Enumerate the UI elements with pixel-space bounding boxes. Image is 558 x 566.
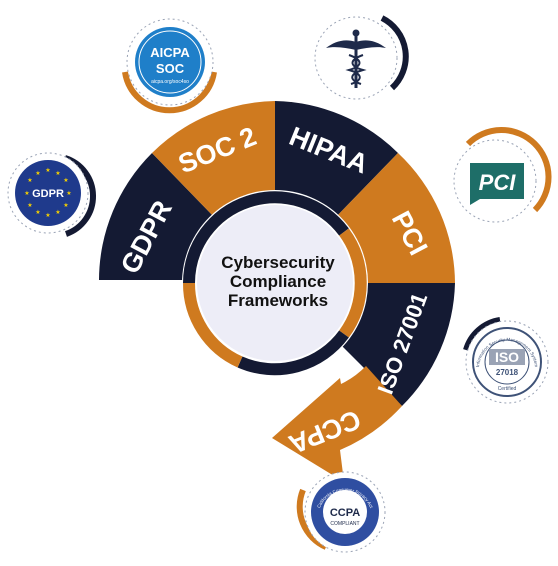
iso-certified-text: Certified [498, 386, 517, 392]
ccpa-main-text: CCPA [330, 507, 360, 519]
inner-arc-orange-left [182, 282, 243, 368]
aicpa-line1: AICPA [150, 45, 190, 60]
svg-text:★: ★ [35, 209, 40, 216]
svg-text:★: ★ [24, 190, 29, 197]
segment-iso[interactable] [338, 283, 455, 406]
segment-gdpr[interactable] [99, 153, 216, 280]
eu-stars-icon: ★★★ ★★★ ★★★ ★★★ [24, 167, 71, 219]
aicpa-soc-badge-icon [135, 27, 205, 97]
pci-logo-text: PCI [479, 170, 517, 195]
segment-pci[interactable] [334, 153, 455, 283]
iso-number-text: 27018 [496, 368, 519, 377]
inner-arc-orange-right [339, 228, 367, 338]
svg-text:★: ★ [45, 212, 50, 219]
inner-arc-navy [183, 191, 349, 284]
badge-gdpr: ★★★ ★★★ ★★★ ★★★ GDPR [7, 152, 97, 237]
ccpa-sub-text: COMPLIANT [330, 521, 359, 527]
svg-text:★: ★ [27, 202, 32, 209]
badge-ccpa: California Consumer Privacy Act CCPA COM… [296, 471, 386, 553]
svg-text:★: ★ [27, 177, 32, 184]
segment-hipaa[interactable] [275, 101, 398, 219]
center-title: Cybersecurity Compliance Frameworks [202, 253, 354, 310]
svg-text:★: ★ [66, 190, 71, 197]
badge-hipaa [314, 15, 409, 100]
badge-pci: PCI [453, 127, 552, 223]
aicpa-small: aicpa.org/soc4so [151, 79, 189, 85]
segment-ccpa[interactable] [272, 366, 402, 482]
center-circle [197, 205, 353, 361]
badge-iso: Information Security Management System I… [463, 317, 549, 404]
svg-text:★: ★ [35, 170, 40, 177]
segment-soc2[interactable] [152, 101, 275, 219]
caduceus-icon [326, 29, 386, 88]
center-title-line1: Cybersecurity [221, 253, 335, 272]
outer-ring [99, 101, 455, 482]
iso-main-text: ISO [495, 349, 519, 365]
badge-aicpa-soc: AICPA SOC aicpa.org/soc4so [122, 18, 217, 114]
inner-arc-navy-bottom [237, 330, 349, 376]
aicpa-line2: SOC [156, 61, 185, 76]
gdpr-badge-text: GDPR [32, 188, 64, 200]
center-title-line3: Frameworks [227, 291, 329, 310]
svg-text:★: ★ [55, 209, 60, 216]
svg-text:★: ★ [63, 202, 68, 209]
svg-text:★: ★ [55, 170, 60, 177]
svg-text:★: ★ [45, 167, 50, 174]
center-title-line2: Compliance [229, 272, 327, 291]
svg-text:★: ★ [63, 177, 68, 184]
inner-ring [182, 190, 368, 376]
pci-logo-icon [470, 163, 524, 205]
